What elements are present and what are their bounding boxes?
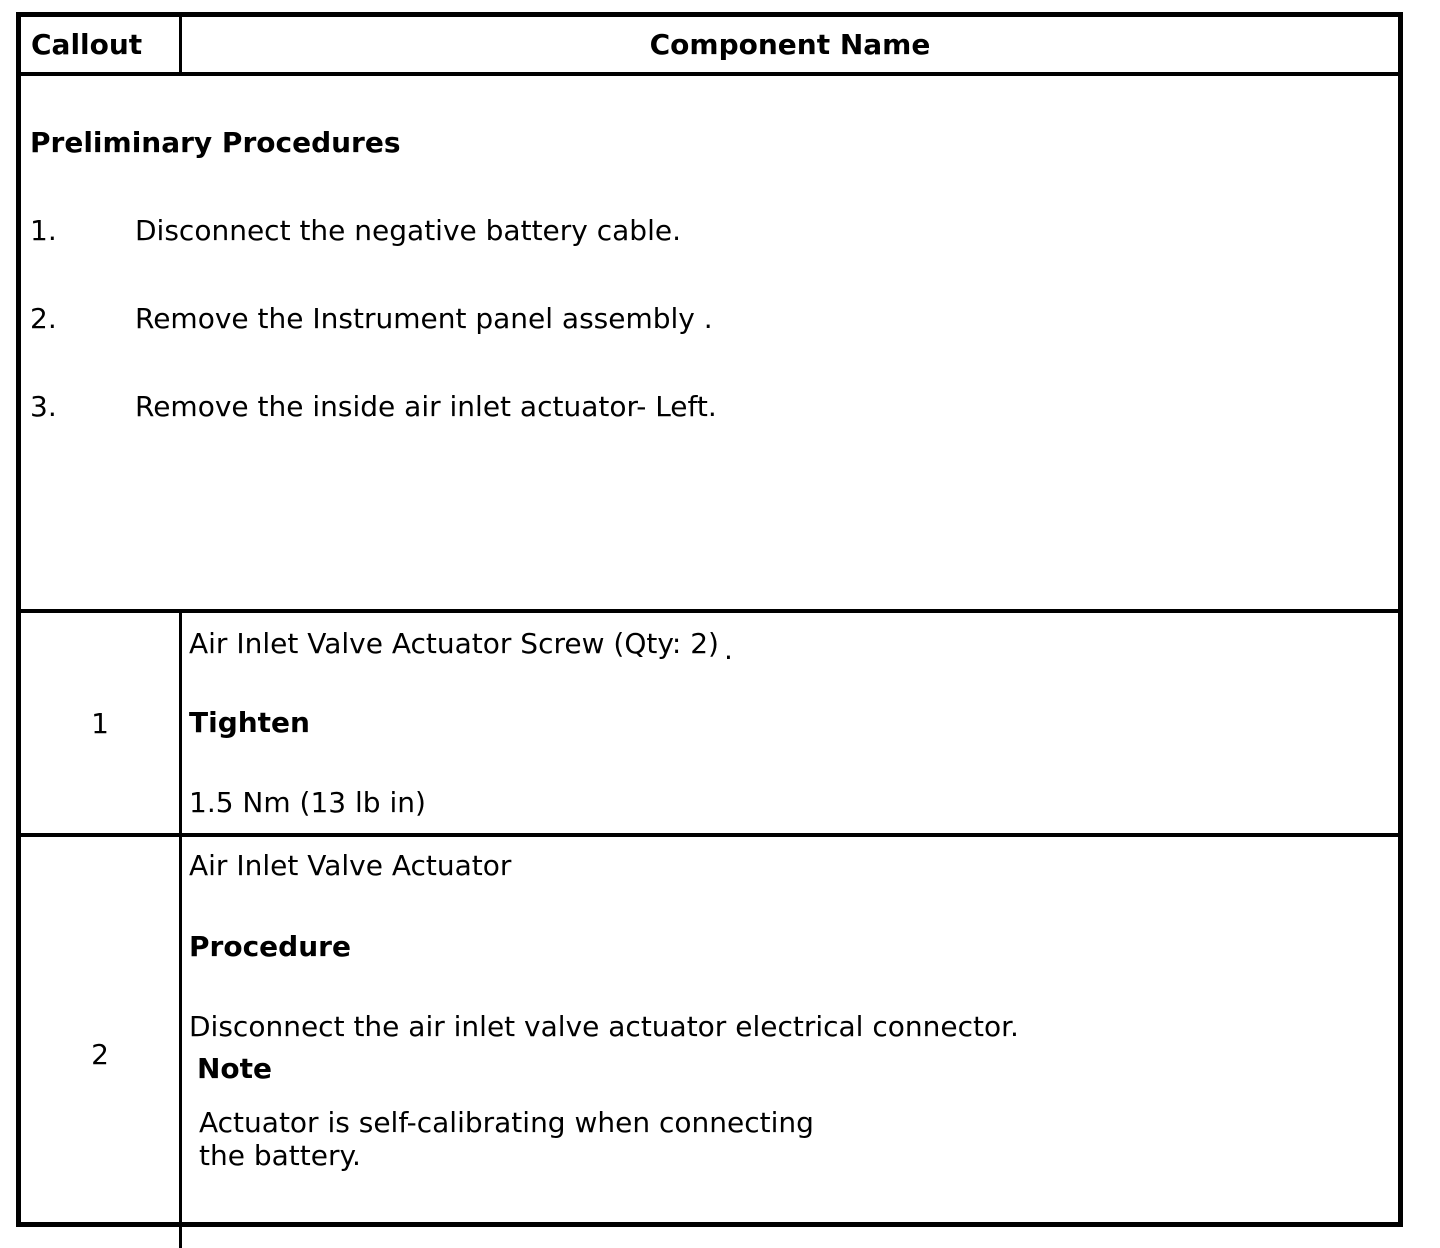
note-text: Actuator is self-calibrating when connec… bbox=[199, 1106, 814, 1172]
procedure-step-text: Disconnect the air inlet valve actuator … bbox=[189, 1010, 1019, 1043]
step-text: Disconnect the negative battery cable. bbox=[135, 214, 681, 247]
component-table: Callout Component Name Preliminary Proce… bbox=[16, 12, 1403, 1248]
step-number: 2. bbox=[30, 302, 57, 335]
preliminary-procedures-section: Preliminary Procedures 1. Disconnect the… bbox=[21, 126, 1398, 613]
preliminary-step: 2. Remove the Instrument panel assembly … bbox=[30, 302, 1398, 335]
callout-number: 1 bbox=[21, 613, 182, 833]
table-header-row: Callout Component Name bbox=[21, 17, 1398, 76]
preliminary-step: 1. Disconnect the negative battery cable… bbox=[30, 214, 1398, 247]
torque-spec-text: 1.5 Nm (13 lb in) bbox=[189, 786, 426, 819]
note-label: Note bbox=[197, 1052, 273, 1085]
component-cell: Air Inlet Valve Actuator Procedure Disco… bbox=[182, 837, 1398, 1248]
step-text: Remove the Instrument panel assembly . bbox=[135, 302, 713, 335]
callout-column-header: Callout bbox=[21, 17, 182, 72]
component-name-column-header: Component Name bbox=[649, 28, 931, 61]
procedure-label: Procedure bbox=[189, 930, 351, 963]
component-name-text: Air Inlet Valve Actuator bbox=[189, 849, 512, 882]
preliminary-procedures-title: Preliminary Procedures bbox=[30, 126, 401, 159]
table-row-callout-1: 1 Air Inlet Valve Actuator Screw (Qty: 2… bbox=[21, 613, 1398, 837]
step-text: Remove the inside air inlet actuator- Le… bbox=[135, 390, 717, 423]
step-number: 3. bbox=[30, 390, 57, 423]
component-cell: Air Inlet Valve Actuator Screw (Qty: 2).… bbox=[182, 613, 1398, 833]
tighten-label: Tighten bbox=[189, 706, 310, 739]
step-number: 1. bbox=[30, 214, 57, 247]
table-row-callout-2: 2 Air Inlet Valve Actuator Procedure Dis… bbox=[21, 837, 1398, 1248]
lowered-period: . bbox=[723, 633, 733, 666]
preliminary-step: 3. Remove the inside air inlet actuator-… bbox=[30, 390, 1398, 423]
callout-number: 2 bbox=[21, 837, 182, 1248]
component-name-text: Air Inlet Valve Actuator Screw (Qty: 2). bbox=[189, 627, 733, 666]
